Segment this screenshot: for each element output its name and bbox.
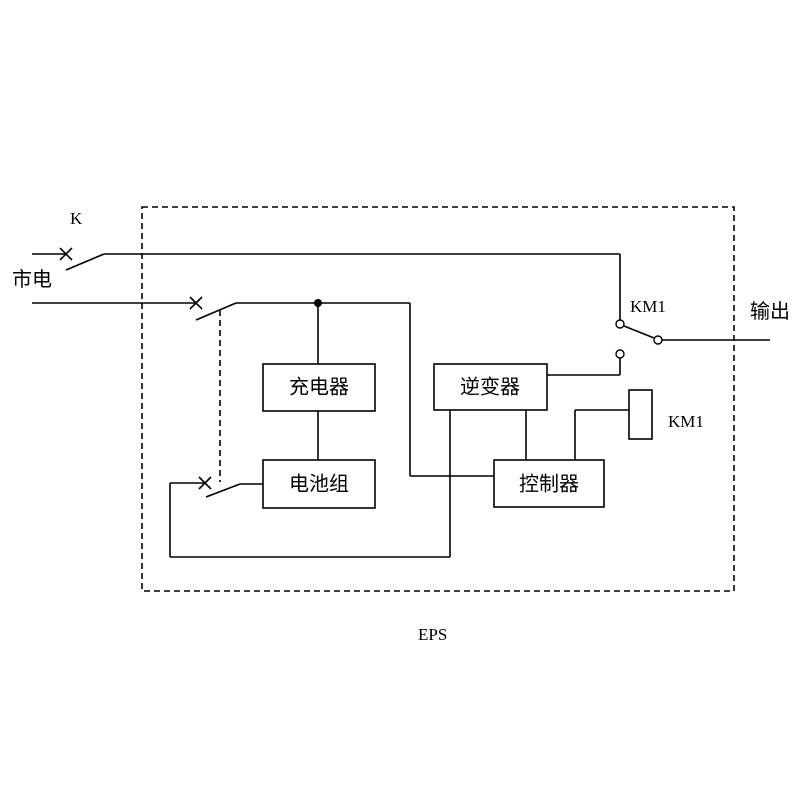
inverter-block: 逆变器 <box>433 363 548 411</box>
switch-k-label: K <box>70 209 83 228</box>
charger-label: 充电器 <box>289 375 349 399</box>
eps-caption: EPS <box>418 625 447 644</box>
mains-line-1 <box>32 247 621 320</box>
output-label: 输出 <box>750 299 790 323</box>
battery-block: 电池组 <box>262 459 376 509</box>
controller-block: 控制器 <box>493 459 605 508</box>
controller-label: 控制器 <box>519 472 579 496</box>
eps-enclosure <box>141 206 735 592</box>
km1-contact <box>615 319 770 359</box>
km1-coil-label: KM1 <box>668 412 704 431</box>
battery-label: 电池组 <box>289 472 349 496</box>
km1-coil <box>628 389 653 440</box>
inverter-label: 逆变器 <box>460 375 520 399</box>
battery-switch <box>169 410 451 558</box>
charger-block: 充电器 <box>262 363 376 412</box>
km1-contact-label: KM1 <box>630 297 666 316</box>
mains-label: 市电 <box>12 267 52 291</box>
